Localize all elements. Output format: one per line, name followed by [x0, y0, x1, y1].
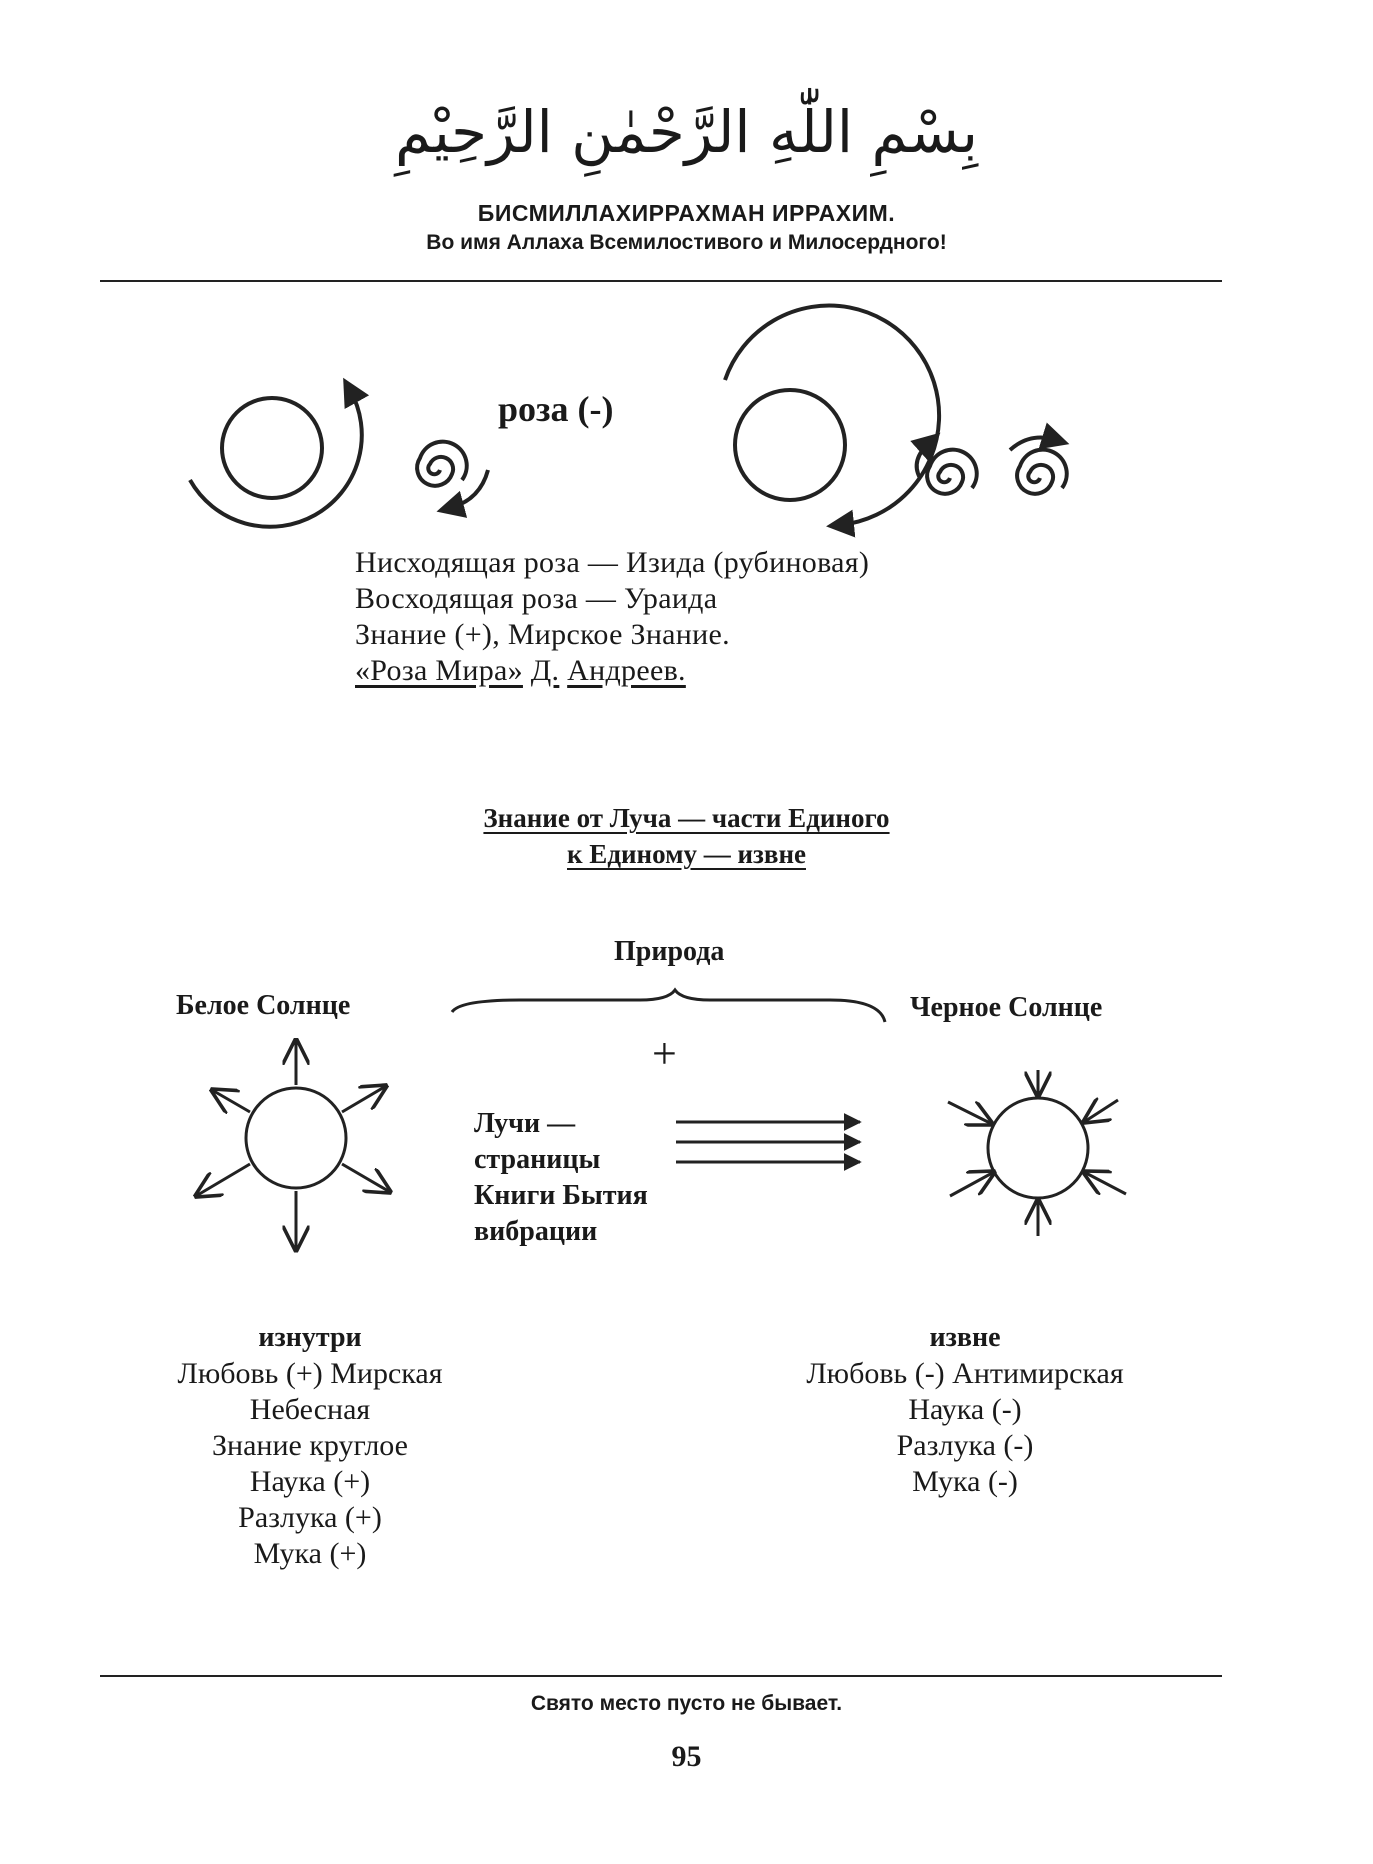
rays-line-4: вибрации	[474, 1216, 598, 1247]
list-item: Мука (+)	[253, 1537, 367, 1570]
descending-rose-arc	[188, 377, 370, 529]
spiral-right-2-icon	[1015, 447, 1069, 496]
rose-reference: «Роза Мира» Д. Андреев.	[355, 653, 869, 689]
list-item: Мука (-)	[912, 1465, 1018, 1498]
ascending-rose-arc	[723, 303, 942, 538]
rose-diagram	[188, 303, 1070, 538]
plus-sign: +	[652, 1029, 677, 1078]
rose-label: роза (-)	[498, 389, 614, 429]
suns-diagram	[0, 987, 1127, 1250]
rose-description: Нисходящая роза — Изида (рубиновая) Восх…	[355, 545, 869, 689]
black-sun-label: Черное Солнце	[910, 992, 1103, 1023]
rose-ref-author: Андреев.	[567, 654, 686, 687]
rose-line-ascending: Восходящая роза — Ураида	[355, 582, 718, 615]
section-heading-line-2: к Единому — извне	[567, 839, 806, 869]
black-sun-circle	[986, 1096, 1090, 1200]
spiral-right-1-tail	[910, 432, 941, 479]
list-item: Любовь (+) Мирская	[177, 1357, 443, 1390]
rose-line-knowledge: Знание (+), Мирское Знание.	[355, 618, 730, 651]
rose-line-descending: Нисходящая роза — Изида (рубиновая)	[355, 546, 870, 579]
small-spiral-left-tail	[436, 469, 490, 518]
descending-rose-circle	[220, 396, 324, 500]
header-divider	[100, 280, 1222, 282]
spiral-right-1-icon	[925, 447, 979, 496]
rays-line-2: страницы	[474, 1144, 601, 1175]
section-heading-line-1: Знание от Луча — части Единого	[483, 803, 890, 833]
list-item: Наука (+)	[249, 1465, 371, 1498]
outside-list-head: извне	[929, 1322, 1001, 1353]
rays-caption: Лучи — страницы Книги Бытия вибрации	[474, 1106, 648, 1250]
rays-line-1: Лучи —	[474, 1108, 576, 1139]
footer-proverb: Свято место пусто не бывает.	[530, 1692, 843, 1715]
white-sun-rays	[196, 1040, 390, 1250]
outside-list: извне Любовь (-) Антимирская Наука (-) Р…	[735, 1320, 1195, 1500]
ray-arrows	[676, 1113, 862, 1171]
white-sun-label: Белое Солнце	[176, 990, 351, 1021]
rose-ref-book: «Роза Мира»	[355, 654, 523, 687]
list-item: Любовь (-) Антимирская	[806, 1357, 1124, 1390]
list-item: Разлука (+)	[238, 1501, 382, 1534]
list-item: Знание круглое	[212, 1429, 408, 1462]
list-item: Разлука (-)	[896, 1429, 1034, 1462]
page-header-subtitle: Во имя Аллаха Всемилостивого и Милосердн…	[426, 231, 947, 254]
inside-list: изнутри Любовь (+) Мирская Небесная Знан…	[110, 1320, 510, 1572]
inside-list-head: изнутри	[258, 1322, 362, 1353]
section-heading: Знание от Луча — части Единого к Единому…	[0, 800, 1373, 872]
rose-ref-initial: Д.	[530, 654, 560, 687]
small-spiral-left-icon	[415, 439, 469, 488]
black-sun-rays	[947, 1070, 1127, 1236]
list-item: Наука (-)	[908, 1393, 1022, 1426]
page-header-title: БИСМИЛЛАХИРРАХМАН ИРРАХИМ.	[477, 200, 896, 226]
nature-label: Природа	[614, 936, 725, 967]
footer-divider	[100, 1675, 1222, 1677]
calligraphy-header: بِسْمِ اللّٰهِ الرَّحْمٰنِ الرَّحِيْمِ	[395, 98, 978, 166]
spiral-right-2-tail	[1008, 422, 1070, 452]
ascending-rose-circle	[733, 388, 847, 502]
white-sun-circle	[244, 1086, 348, 1190]
nature-brace	[450, 987, 887, 1023]
page-number: 95	[671, 1740, 702, 1773]
list-item: Небесная	[249, 1393, 371, 1426]
rays-line-3: Книги Бытия	[474, 1180, 648, 1211]
